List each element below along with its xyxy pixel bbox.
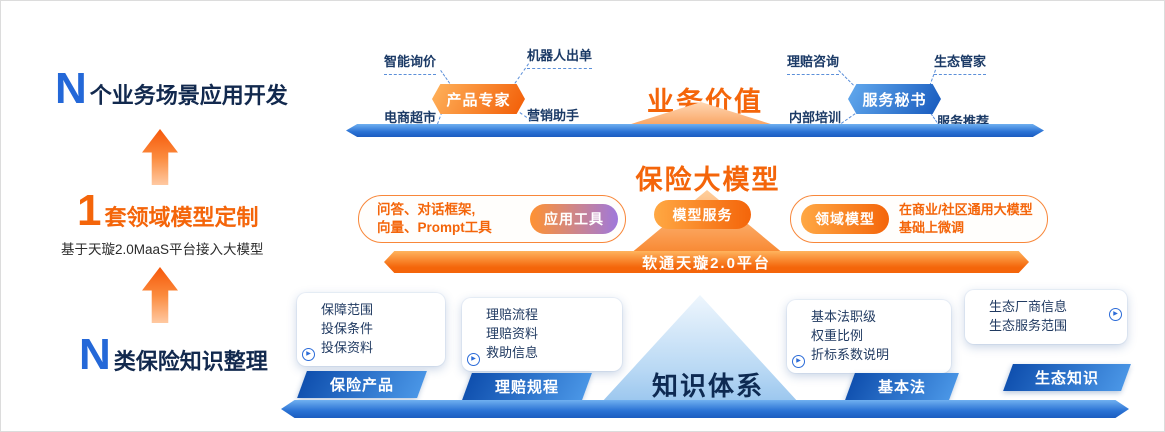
group-label-text: 基本法: [877, 379, 926, 396]
product-expert-label: 产品专家: [446, 91, 511, 109]
stage-model-custom-subtitle: 基于天璇2.0MaaS平台接入大模型: [61, 242, 264, 257]
knowledge-card-insurance-product: 保障范围 投保条件 投保资料 ▶: [297, 293, 445, 366]
stage-business-apps-label: 个业务场景应用开发: [89, 83, 288, 108]
knowledge-item: 权重比例: [811, 327, 864, 343]
domain-model-text-line2: 基础上微调: [899, 220, 965, 235]
platform-bar-label: 软通天璇2.0平台: [642, 254, 771, 272]
dashed-connector: [838, 70, 854, 86]
dashed-connector: [514, 63, 529, 84]
business-layer-divider-bar: [346, 124, 1044, 137]
domain-model-box: 领域模型 在商业/社区通用大模型 基础上微调: [790, 195, 1048, 243]
knowledge-item: 理赔流程: [486, 307, 539, 322]
knowledge-item: 折标系数说明: [811, 346, 890, 362]
knowledge-item: 生态厂商信息: [989, 299, 1068, 314]
knowledge-card-claims-procedure: 理赔流程 理赔资料 救助信息 ▶: [462, 298, 622, 371]
dashed-connector: [841, 113, 856, 124]
scenario-label-robot-issue: 机器人出单: [527, 45, 593, 69]
knowledge-system-title: 知识体系: [651, 371, 764, 401]
up-arrow-icon: [142, 267, 178, 323]
scenario-label-claims-consult: 理赔咨询: [787, 51, 840, 75]
group-label-text: 保险产品: [329, 377, 394, 394]
knowledge-card-basic-law: 基本法职级 权重比例 折标系数说明 ▶: [787, 300, 951, 373]
knowledge-layer-base-bar: [281, 400, 1129, 418]
scenario-label-eco-steward: 生态管家: [934, 51, 987, 75]
play-circle-icon: ▶: [302, 347, 315, 361]
knowledge-group-label-insurance-product: 保险产品: [297, 371, 427, 398]
app-tools-text-line1: 问答、对话框架,: [377, 201, 476, 217]
knowledge-item: 理赔资料: [486, 325, 539, 341]
model-service-badge: 模型服务: [654, 200, 751, 229]
knowledge-item: 生态服务范围: [989, 317, 1068, 333]
knowledge-item: 救助信息: [486, 344, 539, 360]
knowledge-group-label-basic-law: 基本法: [845, 373, 959, 400]
group-label-text: 生态知识: [1034, 370, 1099, 387]
stage-model-custom-prefix: 1: [77, 186, 102, 235]
stage-model-custom-label: 套领域模型定制: [104, 205, 259, 230]
up-arrow-icon: [142, 129, 178, 185]
stage-business-apps: N 个业务场景应用开发: [55, 67, 288, 111]
knowledge-item: 投保资料: [321, 339, 374, 355]
domain-model-text-line1: 在商业/社区通用大模型: [899, 202, 1033, 218]
knowledge-item: 投保条件: [321, 320, 374, 336]
stage-model-custom: 1 套领域模型定制: [77, 189, 259, 233]
app-tools-badge: 应用工具: [530, 204, 618, 234]
knowledge-group-label-eco-knowledge: 生态知识: [1003, 364, 1131, 391]
app-tools-text-line2: 向量、Prompt工具: [377, 220, 492, 235]
platform-bar: 软通天璇2.0平台: [384, 251, 1029, 273]
stage-knowledge-label: 类保险知识整理: [113, 349, 268, 374]
play-circle-icon: ▶: [467, 352, 480, 366]
app-tools-box: 问答、对话框架, 向量、Prompt工具 应用工具: [358, 195, 626, 243]
knowledge-group-label-claims-procedure: 理赔规程: [462, 373, 592, 400]
play-circle-icon: ▶: [1109, 308, 1122, 321]
scenario-label-smart-quote: 智能询价: [384, 51, 437, 75]
service-secretary-badge: 服务秘书: [848, 84, 941, 114]
product-expert-badge: 产品专家: [432, 84, 525, 114]
dashed-connector: [440, 70, 451, 84]
dashed-connector: [929, 69, 936, 86]
knowledge-card-eco-knowledge: 生态厂商信息 生态服务范围 ▶: [965, 290, 1127, 344]
knowledge-item: 保障范围: [321, 302, 374, 317]
play-circle-icon: ▶: [792, 354, 805, 368]
stage-business-apps-prefix: N: [55, 64, 87, 113]
stage-knowledge: N 类保险知识整理: [79, 333, 268, 377]
stage-knowledge-prefix: N: [79, 330, 111, 379]
knowledge-item: 基本法职级: [811, 309, 877, 324]
service-secretary-label: 服务秘书: [862, 91, 927, 109]
domain-model-badge: 领域模型: [801, 204, 889, 234]
group-label-text: 理赔规程: [494, 379, 559, 396]
